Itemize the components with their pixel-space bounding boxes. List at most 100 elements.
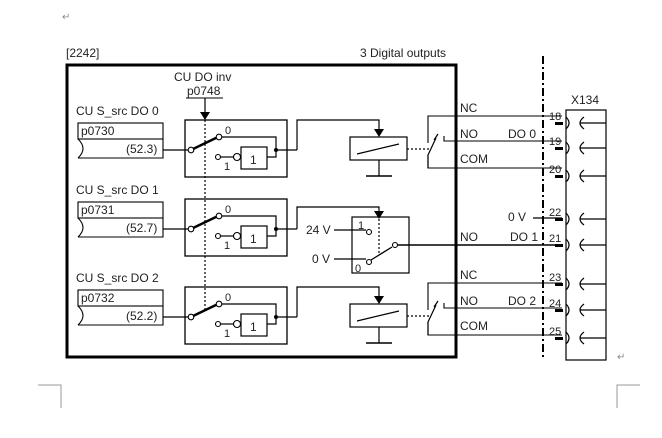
- terminal-number: 20: [549, 164, 561, 176]
- terminal-socket: [565, 212, 570, 226]
- nc-contact: [433, 300, 439, 308]
- voltage-0v-label: 0 V: [312, 252, 330, 266]
- switch-label-0: 0: [225, 292, 231, 304]
- source-label: CU S_src DO 1: [76, 183, 159, 197]
- contact-0: [365, 258, 373, 266]
- switch-label-1: 1: [224, 240, 230, 252]
- not-gate-label: 1: [250, 153, 257, 167]
- terminal-socket: [565, 331, 570, 345]
- connector-label: X134: [571, 93, 599, 107]
- switch-contact-1: [214, 320, 222, 328]
- param-number: p0732: [81, 291, 115, 305]
- invert-label: CU DO inv: [174, 70, 231, 84]
- switch-lever: [192, 214, 219, 230]
- not-gate-label: 1: [250, 320, 257, 334]
- wire: [267, 317, 277, 325]
- switch-pivot: [391, 241, 399, 249]
- switch-contact-1: [214, 153, 222, 161]
- switch-label-0: 0: [225, 204, 231, 216]
- invert-switch-box: [184, 119, 288, 178]
- param-value: (52.7): [126, 221, 157, 235]
- arrow-down-icon: [374, 296, 384, 304]
- contact-label-nc: NC: [460, 268, 478, 282]
- terminal-number: 18: [549, 111, 561, 123]
- diagram-ref: [2242]: [66, 46, 99, 60]
- source-label: CU S_src DO 0: [76, 104, 159, 118]
- invert-param: p0748: [187, 84, 221, 98]
- param-value-box: [77, 305, 164, 326]
- com-wire: [427, 322, 562, 336]
- terminal-pin: [555, 337, 563, 340]
- voltage-24v-label: 24 V: [306, 223, 331, 237]
- relay-drive-wire: [296, 119, 380, 150]
- switch-contact-0: [215, 300, 223, 308]
- terminal-number: 25: [549, 326, 561, 338]
- terminal-socket: [565, 141, 570, 155]
- switch-label-0: 0: [225, 125, 231, 137]
- nc-wire: [427, 282, 562, 310]
- switch-lever: [192, 135, 219, 151]
- connector-x134: [565, 109, 607, 361]
- terminal-pin: [555, 122, 563, 125]
- switch-lever: [370, 246, 393, 261]
- wire: [222, 303, 277, 317]
- nc-contact: [433, 133, 439, 141]
- contact-1: [365, 228, 373, 236]
- switch-contact-0: [215, 212, 223, 220]
- param-value-box: [77, 217, 164, 238]
- relay-contact-blade: [427, 304, 437, 335]
- zero-v-label: 0 V: [508, 210, 526, 224]
- terminal-number: 21: [549, 233, 561, 245]
- contact-label-com: COM: [460, 319, 488, 333]
- terminal-pin: [555, 244, 563, 247]
- param-value-box: [77, 138, 164, 159]
- crop-mark: [38, 384, 62, 408]
- terminal-pin: [555, 147, 563, 150]
- terminal-number: 24: [549, 298, 561, 310]
- paragraph-mark: ↵: [617, 352, 625, 363]
- relay-contact-blade: [427, 137, 437, 168]
- relay-coil-slash: [356, 310, 400, 322]
- wire: [222, 215, 277, 229]
- contact-label-com: COM: [460, 152, 488, 166]
- contact-label-no: NO: [460, 294, 478, 308]
- terminal-pin: [555, 283, 563, 286]
- contact-label-nc: NC: [460, 101, 478, 115]
- drive-wire: [296, 206, 380, 229]
- not-gate: [240, 313, 268, 337]
- terminal-pin: [555, 175, 563, 178]
- no-wire: [443, 303, 562, 309]
- inverter-bubble: [232, 319, 242, 329]
- param-value: (52.3): [126, 142, 157, 156]
- terminal-socket: [565, 238, 570, 252]
- contact-label-no: NO: [460, 127, 478, 141]
- do-label: DO 0: [508, 127, 536, 141]
- switch-contact-1: [214, 232, 222, 240]
- do-label: DO 1: [510, 230, 538, 244]
- wire: [267, 229, 277, 237]
- param-value: (52.2): [126, 309, 157, 323]
- arrow-down-icon: [374, 129, 384, 137]
- switch-label-1: 1: [224, 161, 230, 173]
- terminal-socket: [565, 116, 570, 130]
- relay-coil-slash: [356, 143, 400, 155]
- diagram-title: 3 Digital outputs: [360, 46, 446, 60]
- wire: [267, 150, 277, 158]
- arrow-down-icon: [200, 112, 210, 120]
- arrow-down-icon: [374, 211, 384, 219]
- contact-label-no: NO: [460, 230, 478, 244]
- switch-lever: [192, 302, 219, 318]
- inverter-bubble: [232, 152, 242, 162]
- switch-contact-0: [215, 133, 223, 141]
- param-number: p0730: [81, 124, 115, 138]
- switch-label-1: 1: [224, 328, 230, 340]
- nc-wire: [427, 115, 562, 143]
- inverter-bubble: [232, 231, 242, 241]
- terminal-pin: [555, 309, 563, 312]
- source-label: CU S_src DO 2: [76, 271, 159, 285]
- relay-drive-wire: [296, 286, 380, 317]
- not-gate-label: 1: [250, 232, 257, 246]
- invert-switch-box: [184, 286, 288, 345]
- terminal-number: 23: [549, 272, 561, 284]
